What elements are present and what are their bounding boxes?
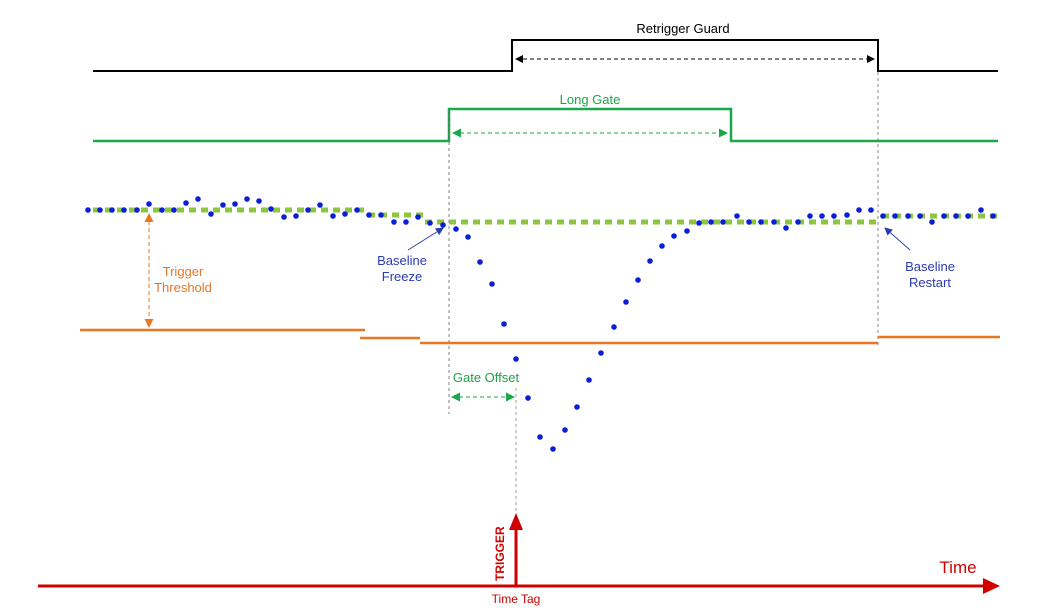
time-tag-label: Time Tag <box>492 592 541 606</box>
trigger-threshold-line <box>80 328 1000 345</box>
baseline-restart-label-line1: Baseline <box>905 259 955 274</box>
trigger-label: TRIGGER <box>493 526 507 581</box>
time-axis-label: Time <box>939 558 976 577</box>
baseline-restart-pointer <box>884 227 911 251</box>
baseline-freeze-label-line2: Freeze <box>382 269 422 284</box>
baseline-restart-label-line2: Restart <box>909 275 951 290</box>
gate-offset-label: Gate Offset <box>453 370 520 385</box>
retrigger-guard-signal <box>93 39 998 72</box>
long-gate-label: Long Gate <box>560 92 621 107</box>
baseline-freeze-label-line1: Baseline <box>377 253 427 268</box>
baseline-freeze-pointer <box>407 227 444 251</box>
time-axis-arrowhead <box>983 578 1000 594</box>
trigger-threshold-label-line1: Trigger <box>163 264 204 279</box>
signal-samples <box>85 196 996 452</box>
long-gate-signal <box>93 107 998 143</box>
trigger-marker-arrowhead <box>509 513 523 530</box>
baseline <box>93 207 998 225</box>
retrigger-guard-label: Retrigger Guard <box>636 21 729 36</box>
trigger-threshold-label-line2: Threshold <box>154 280 212 295</box>
